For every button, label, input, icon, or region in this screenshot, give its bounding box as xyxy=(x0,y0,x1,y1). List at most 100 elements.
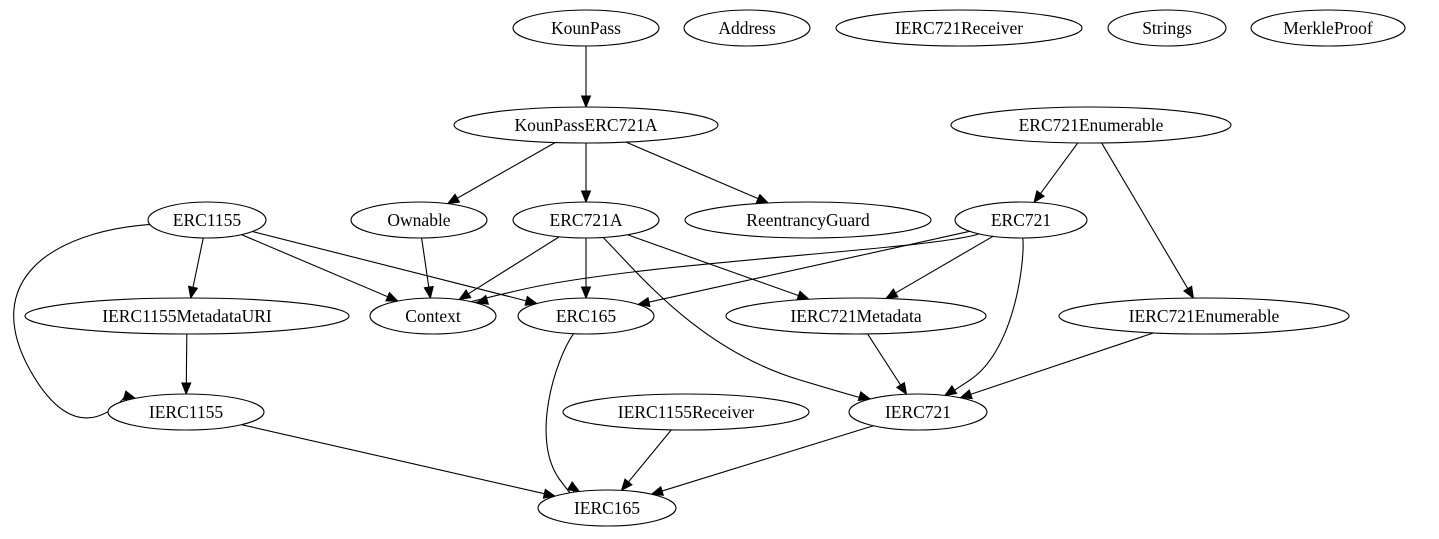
node-shape xyxy=(512,9,660,47)
node-label: MerkleProof xyxy=(1283,18,1373,38)
node-Strings: Strings xyxy=(1107,9,1227,47)
node-label: Address xyxy=(718,18,776,38)
edge-IERC1155-to-IERC165 xyxy=(241,424,557,499)
node-Context: Context xyxy=(369,297,497,335)
arrowhead xyxy=(650,485,665,496)
edge-line xyxy=(625,141,760,200)
arrowhead xyxy=(457,289,472,301)
node-IERC721Receiver: IERC721Receiver xyxy=(835,9,1083,47)
arrowhead xyxy=(620,478,633,492)
node-IERC1155Receiver: IERC1155Receiver xyxy=(562,393,810,431)
edge-line xyxy=(421,237,430,289)
edge-ERC721-to-ERC165 xyxy=(636,230,970,308)
arrowhead xyxy=(566,481,581,493)
node-shape xyxy=(24,297,350,335)
edge-IERC721Metadata-to-IERC721 xyxy=(867,333,908,396)
node-IERC1155: IERC1155 xyxy=(107,393,265,431)
node-shape xyxy=(562,393,810,431)
node-label: ERC721Enumerable xyxy=(1019,115,1164,135)
edge-line xyxy=(627,234,800,297)
arrowhead xyxy=(755,193,770,204)
edge-line xyxy=(455,233,980,307)
node-shape xyxy=(835,9,1083,47)
arrowhead xyxy=(187,285,199,300)
edge-ERC721A-to-IERC721 xyxy=(602,237,872,402)
node-label: IERC1155MetadataURI xyxy=(102,306,272,326)
node-Ownable: Ownable xyxy=(350,201,488,239)
arrowhead xyxy=(857,390,872,402)
node-label: ERC721 xyxy=(991,210,1051,230)
nodes-layer: KounPass Address IERC721Receiver Strings Mer… xyxy=(24,9,1406,527)
edge-ERC721A-to-ERC165 xyxy=(580,238,592,300)
arrowhead xyxy=(580,95,592,109)
edge-ERC1155-to-IERC1155MetadataURI xyxy=(187,237,204,300)
node-IERC165: IERC165 xyxy=(537,489,677,527)
node-shape xyxy=(517,297,655,335)
arrowhead xyxy=(542,488,557,499)
edge-line xyxy=(185,333,188,385)
node-IERC721Enumerable: IERC721Enumerable xyxy=(1058,297,1350,335)
node-label: ERC1155 xyxy=(173,210,242,230)
node-shape xyxy=(848,393,988,431)
edge-line xyxy=(894,235,994,294)
arrowhead xyxy=(959,389,973,400)
edge-KounPassERC721A-to-ERC721A xyxy=(580,143,592,204)
node-ReentrancyGuard: ReentrancyGuard xyxy=(684,201,932,239)
edge-line xyxy=(252,230,528,302)
node-ERC721Enumerable: ERC721Enumerable xyxy=(950,106,1232,144)
edge-line xyxy=(241,424,546,495)
edge-ERC721Enumerable-to-IERC721Enumerable xyxy=(1101,142,1195,300)
edge-ERC721Enumerable-to-ERC721 xyxy=(1033,142,1079,204)
node-shape xyxy=(725,297,987,335)
edge-KounPass-to-KounPassERC721A xyxy=(580,46,592,109)
node-label: ERC721A xyxy=(550,210,623,230)
node-label: ERC165 xyxy=(556,306,617,326)
edge-ERC721A-to-Context xyxy=(457,236,560,301)
edge-ERC721-to-IERC721 xyxy=(943,237,1024,398)
arrowhead xyxy=(884,288,899,300)
arrowhead xyxy=(423,285,434,300)
arrowhead xyxy=(1033,189,1046,204)
edge-line xyxy=(867,333,902,387)
node-label: IERC721Enumerable xyxy=(1129,306,1280,326)
arrowhead xyxy=(475,294,490,305)
node-shape xyxy=(954,201,1088,239)
arrowhead xyxy=(636,296,651,308)
arrowhead xyxy=(943,384,958,397)
edge-IERC1155Receiver-to-IERC165 xyxy=(620,429,672,492)
node-shape xyxy=(512,201,660,239)
node-shape xyxy=(1250,9,1406,47)
arrowhead xyxy=(524,295,539,306)
arrowhead xyxy=(580,286,592,300)
edge-line xyxy=(1101,142,1189,290)
edge-ERC721-to-Context xyxy=(455,233,980,307)
arrowhead xyxy=(446,193,461,205)
node-label: Ownable xyxy=(387,210,450,230)
node-shape xyxy=(683,9,811,47)
node-shape xyxy=(537,489,677,527)
node-label: KounPass xyxy=(551,18,621,38)
node-ERC1155: ERC1155 xyxy=(147,201,267,239)
node-ERC721: ERC721 xyxy=(954,201,1088,239)
node-IERC1155MetadataURI: IERC1155MetadataURI xyxy=(24,297,350,335)
node-label: Strings xyxy=(1142,18,1192,38)
node-shape xyxy=(107,393,265,431)
edges-layer xyxy=(13,46,1195,501)
edge-line xyxy=(241,234,389,298)
node-label: KounPassERC721A xyxy=(515,115,658,135)
edge-line xyxy=(660,425,874,492)
node-label: IERC165 xyxy=(574,498,640,518)
edge-KounPassERC721A-to-Ownable xyxy=(446,142,556,205)
edge-ERC1155-to-Context xyxy=(241,234,400,302)
edge-IERC721Enumerable-to-IERC721 xyxy=(959,332,1154,400)
arrowhead xyxy=(580,190,592,204)
node-ERC165: ERC165 xyxy=(517,297,655,335)
node-label: IERC1155 xyxy=(149,402,223,422)
node-KounPassERC721A: KounPassERC721A xyxy=(453,106,719,144)
edge-line xyxy=(456,142,556,200)
arrowhead xyxy=(796,290,811,301)
edge-line xyxy=(647,230,970,303)
node-Address: Address xyxy=(683,9,811,47)
node-label: Context xyxy=(405,306,461,326)
